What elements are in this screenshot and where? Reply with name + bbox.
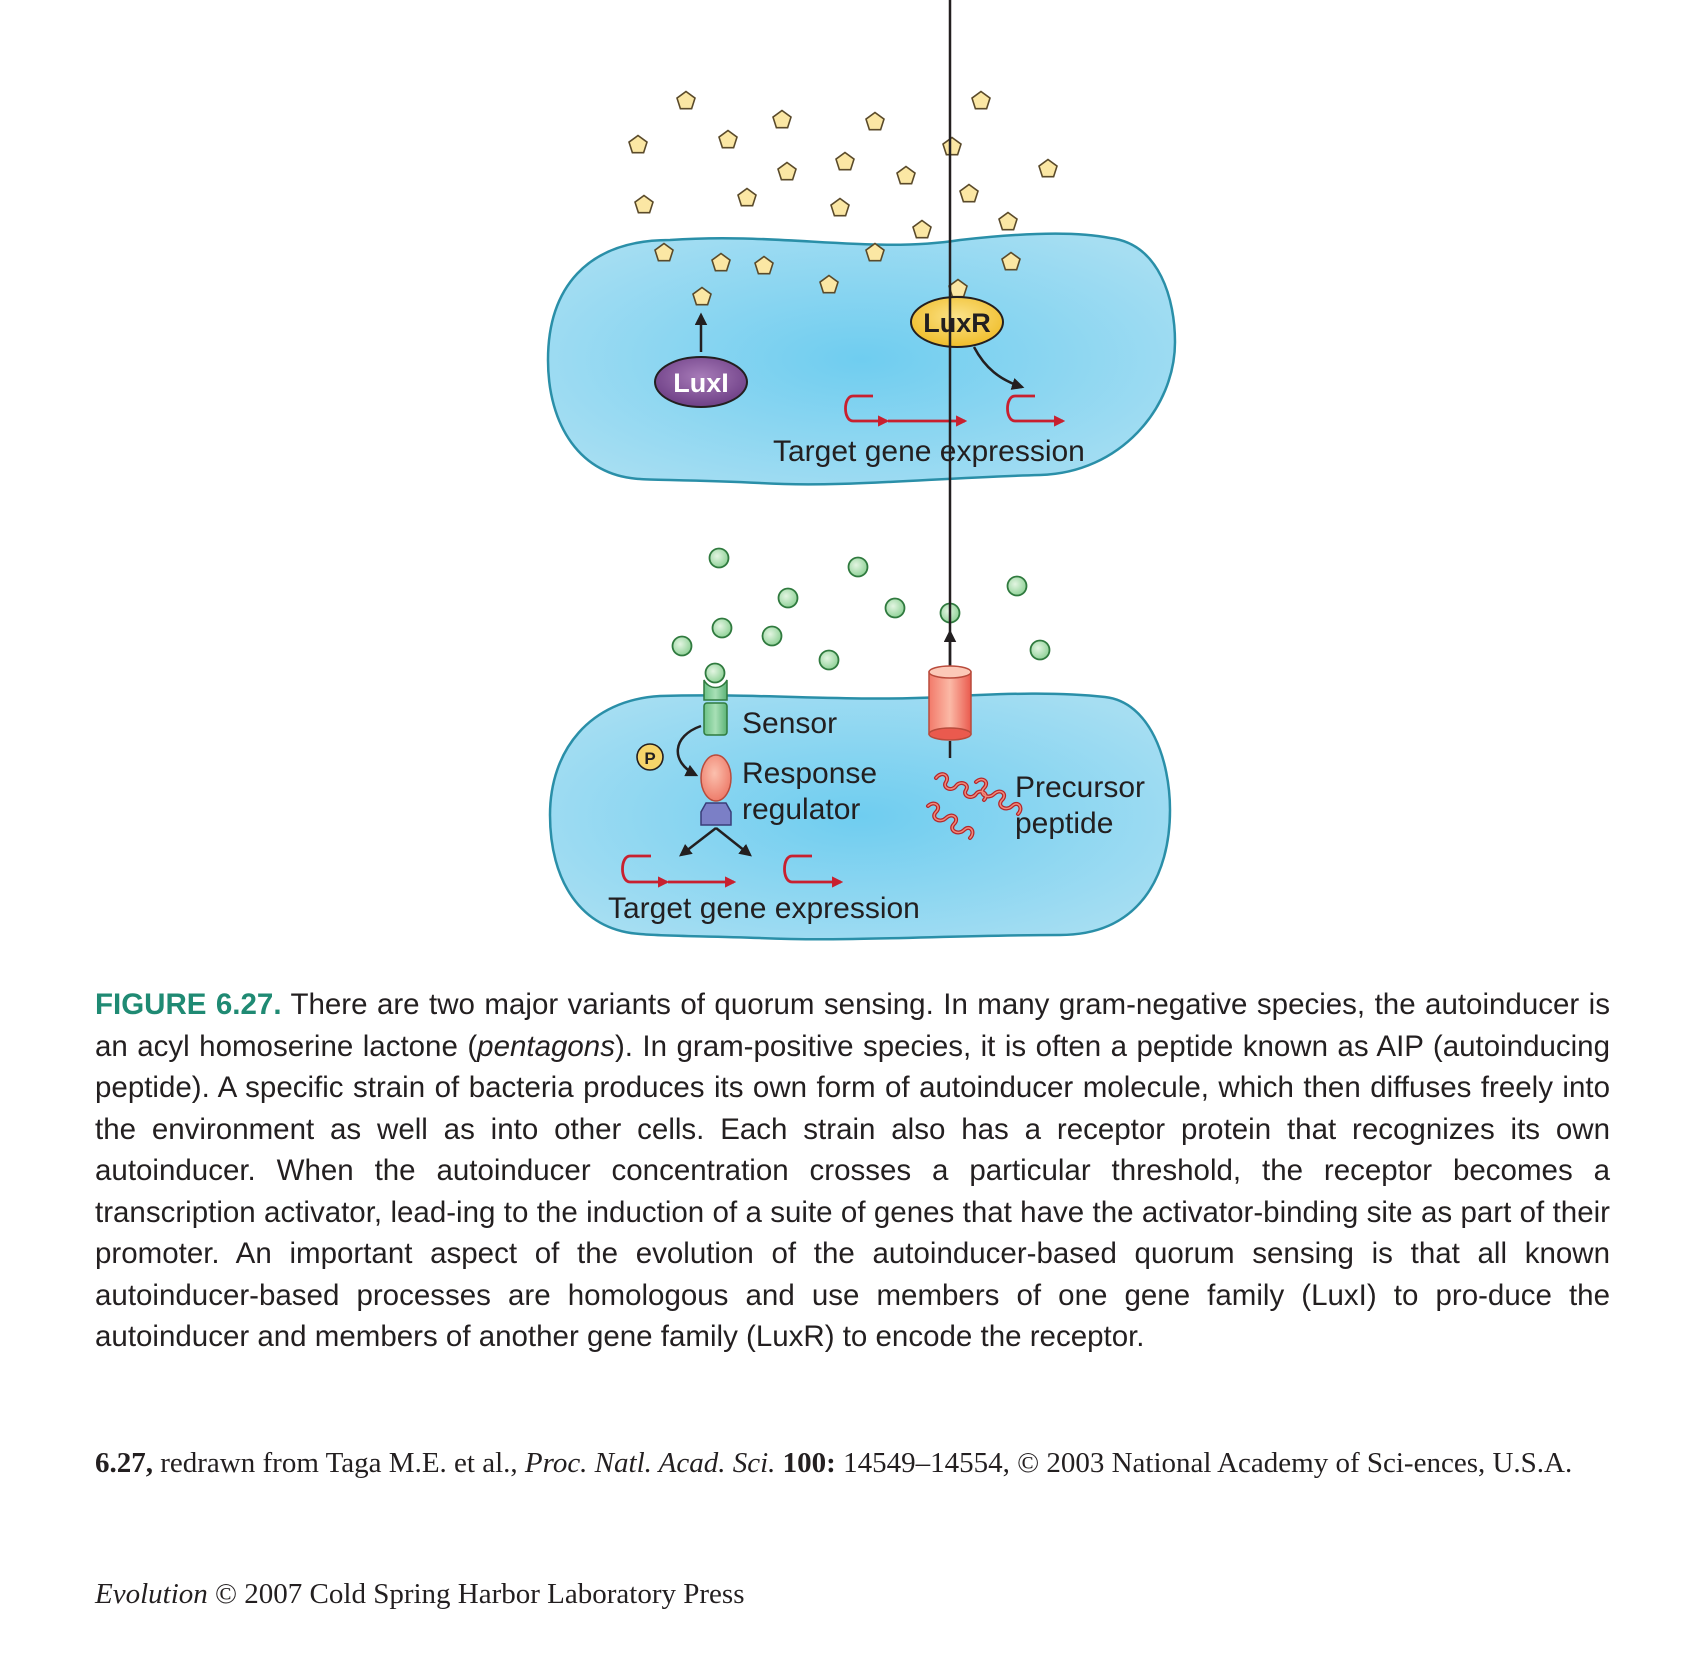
figure-credit: 6.27, redrawn from Taga M.E. et al., Pro… (95, 1443, 1610, 1484)
credit-figure-ref: 6.27, (95, 1447, 153, 1479)
sensor-label: Sensor (742, 707, 837, 740)
luxi-label: LuxI (673, 368, 729, 398)
top-gene-promoter-arrows (844, 394, 1066, 427)
credit-volume: 100: (775, 1447, 836, 1479)
caption-text-part1: There are two major variants of quorum s… (95, 988, 1610, 1063)
copyright-text: © 2007 Cold Spring Harbor Laboratory Pre… (207, 1578, 745, 1610)
phosphotransfer-arrow (676, 724, 702, 777)
response-regulator (679, 754, 752, 857)
credit-text1: redrawn from Taga M.E. et al., (153, 1447, 525, 1479)
caption-text-part2: ). In gram-positive species, it is often… (95, 1029, 1610, 1354)
luxr-receptor: LuxR (910, 296, 1025, 390)
luxi-enzyme: LuxI (654, 312, 748, 408)
peptide-transporter (928, 0, 972, 758)
book-copyright: Evolution © 2007 Cold Spring Harbor Labo… (95, 1574, 1610, 1614)
top-target-gene-expression-label: Target gene expression (773, 435, 1085, 468)
response-regulator-label-line2: regulator (742, 793, 860, 826)
sensor-kinase (703, 679, 728, 736)
credit-text2: 14549–14554, © 2003 National Academy of … (835, 1447, 1573, 1479)
autoinducing-peptide-molecules (671, 547, 1051, 684)
precursor-peptide-label-line2: peptide (1015, 807, 1113, 840)
precursor-peptide-inner (927, 773, 1022, 839)
credit-journal: Proc. Natl. Acad. Sci. (524, 1447, 776, 1479)
bottom-gene-promoter-arrows (621, 854, 844, 888)
figure-caption: FIGURE 6.27. There are two major variant… (95, 984, 1610, 1358)
bottom-target-gene-expression-label: Target gene expression (608, 892, 920, 925)
quorum-sensing-diagram: LuxI LuxR Target gene expression Sensor (546, 0, 1177, 941)
luxr-label: LuxR (923, 308, 991, 338)
response-regulator-label-line1: Response (742, 757, 877, 790)
phosphate-label: P (644, 749, 655, 768)
figure-label: FIGURE 6.27. (95, 988, 282, 1021)
phosphate: P (636, 743, 664, 771)
caption-italic-pentagons: pentagons (477, 1029, 615, 1063)
copyright-book-title: Evolution (95, 1578, 208, 1610)
precursor-peptide-label-line1: Precursor (1015, 771, 1145, 804)
